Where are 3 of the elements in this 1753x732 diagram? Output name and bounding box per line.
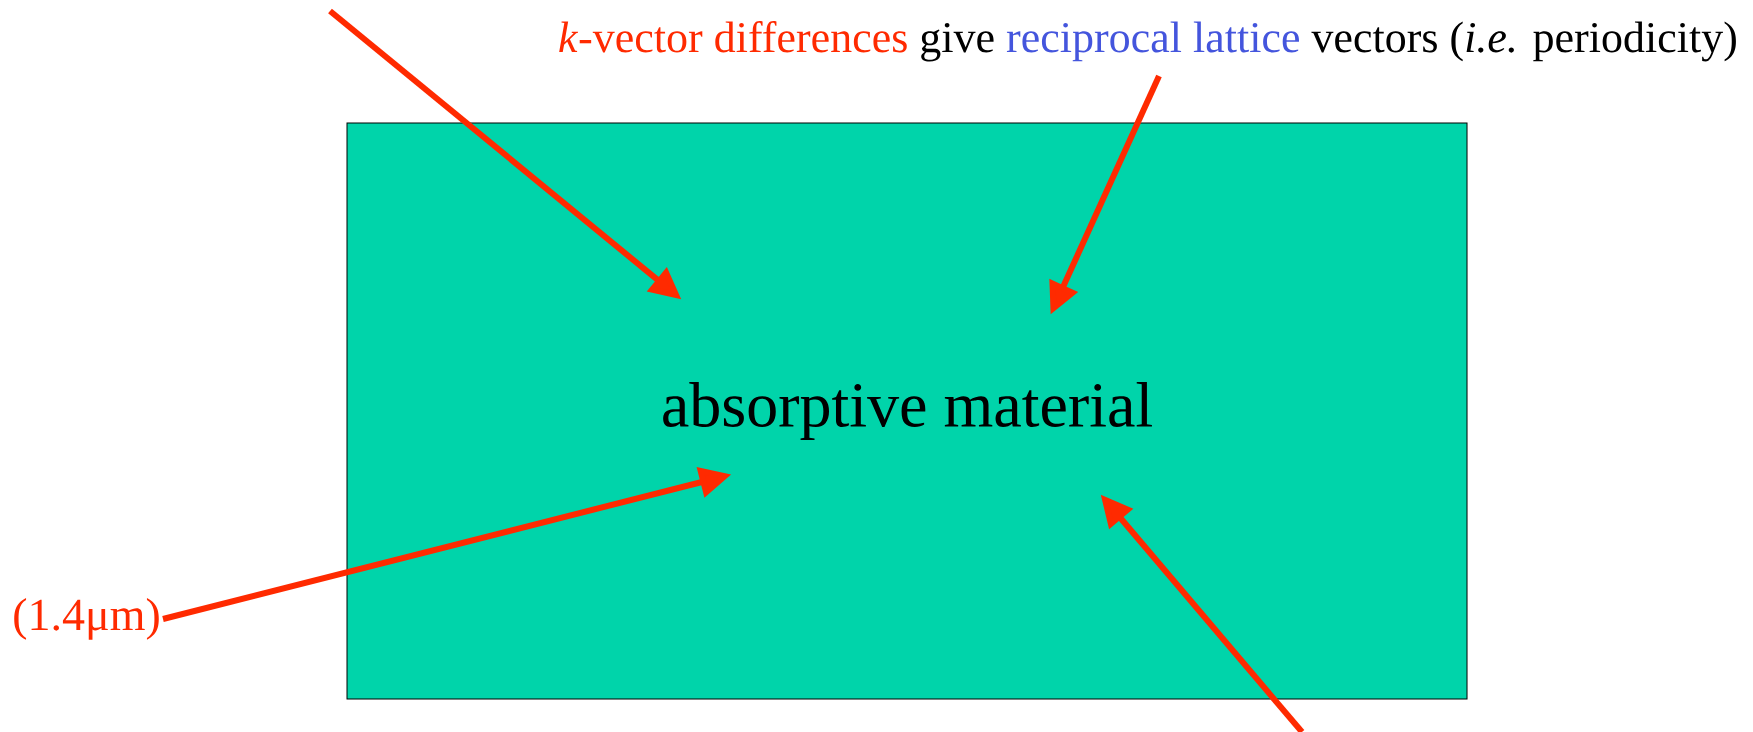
- wavelength-label: (1.4μm): [14, 598, 159, 640]
- caption-text: k-vector differences give reciprocal lattice vectors (i.e. periodicity): [559, 21, 1736, 62]
- material-box: absorptive material: [346, 122, 1468, 700]
